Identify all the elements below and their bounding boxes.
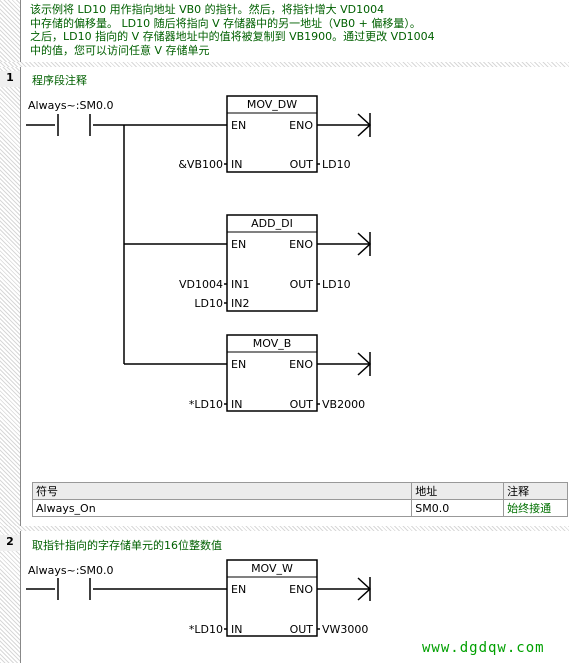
function-block-add-di[interactable]: ADD_DI EN ENO IN1 OUT IN2	[226, 214, 318, 312]
symbol-cell[interactable]: Always_On	[31, 499, 413, 517]
pin-in: IN	[231, 158, 242, 171]
network-1-rungs	[26, 124, 227, 365]
network-number[interactable]: 1	[0, 71, 20, 87]
operand-in2[interactable]: LD10	[194, 297, 223, 310]
program-header-comment[interactable]: 该示例将 LD10 用作指向地址 VB0 的指针。然后，将指针增大 VD1004…	[30, 3, 435, 57]
network-number[interactable]: 2	[0, 535, 20, 551]
pin-en: EN	[231, 358, 246, 371]
pin-in: IN	[231, 398, 242, 411]
pin-in1: IN1	[231, 278, 249, 291]
block-title: MOV_B	[253, 337, 292, 350]
operand-in[interactable]: &VB100	[178, 158, 223, 171]
comment-cell[interactable]: 始终接通	[503, 499, 568, 517]
operand-out[interactable]: VW3000	[322, 623, 368, 636]
output-arrow	[317, 113, 372, 137]
rung-margin-line	[20, 0, 21, 663]
pin-eno: ENO	[289, 358, 313, 371]
operand-in[interactable]: *LD10	[189, 623, 223, 636]
operand-out[interactable]: LD10	[322, 278, 351, 291]
network-separator	[0, 526, 569, 531]
operand-in1[interactable]: VD1004	[179, 278, 223, 291]
output-arrow	[317, 577, 372, 601]
operand-out[interactable]: VB2000	[322, 398, 365, 411]
pin-out: OUT	[290, 278, 314, 291]
symbol-table-header: 符号 地址 注释	[31, 482, 568, 500]
contact-label: Always~:SM0.0	[28, 99, 113, 112]
function-block-mov-w[interactable]: MOV_W EN ENO IN OUT	[226, 559, 318, 637]
table-row[interactable]: Always_On SM0.0 始终接通	[31, 499, 568, 517]
network-separator	[0, 62, 569, 67]
pin-eno: ENO	[289, 238, 313, 251]
pin-en: EN	[231, 119, 246, 132]
contact[interactable]	[57, 114, 91, 136]
pin-out: OUT	[290, 158, 314, 171]
column-header-symbol[interactable]: 符号	[31, 482, 413, 500]
pin-in: IN	[231, 623, 242, 636]
pin-eno: ENO	[289, 119, 313, 132]
pin-eno: ENO	[289, 583, 313, 596]
symbol-table: 符号 地址 注释 Always_On SM0.0 始终接通	[31, 482, 568, 517]
block-title: MOV_W	[251, 562, 293, 575]
left-margin-hatch	[0, 0, 20, 663]
network-comment[interactable]: 取指针指向的字存储单元的16位整数值	[32, 539, 222, 552]
contact-label: Always~:SM0.0	[28, 564, 113, 577]
watermark-text: www.dgdqw.com	[422, 640, 545, 656]
pin-en: EN	[231, 238, 246, 251]
operand-out[interactable]: LD10	[322, 158, 351, 171]
function-block-mov-b[interactable]: MOV_B EN ENO IN OUT	[226, 334, 318, 412]
network-comment[interactable]: 程序段注释	[32, 74, 87, 87]
pin-out: OUT	[290, 623, 314, 636]
operand-in[interactable]: *LD10	[189, 398, 223, 411]
block-title: MOV_DW	[247, 98, 297, 111]
pin-in2: IN2	[231, 297, 249, 310]
output-arrow	[317, 352, 372, 376]
output-arrow	[317, 232, 372, 256]
column-header-address[interactable]: 地址	[411, 482, 505, 500]
block-title: ADD_DI	[251, 217, 293, 230]
pin-out: OUT	[290, 398, 314, 411]
pin-en: EN	[231, 583, 246, 596]
address-cell[interactable]: SM0.0	[411, 499, 505, 517]
contact[interactable]	[57, 578, 91, 600]
column-header-comment[interactable]: 注释	[503, 482, 568, 500]
function-block-mov-dw[interactable]: MOV_DW EN ENO IN OUT	[226, 95, 318, 173]
